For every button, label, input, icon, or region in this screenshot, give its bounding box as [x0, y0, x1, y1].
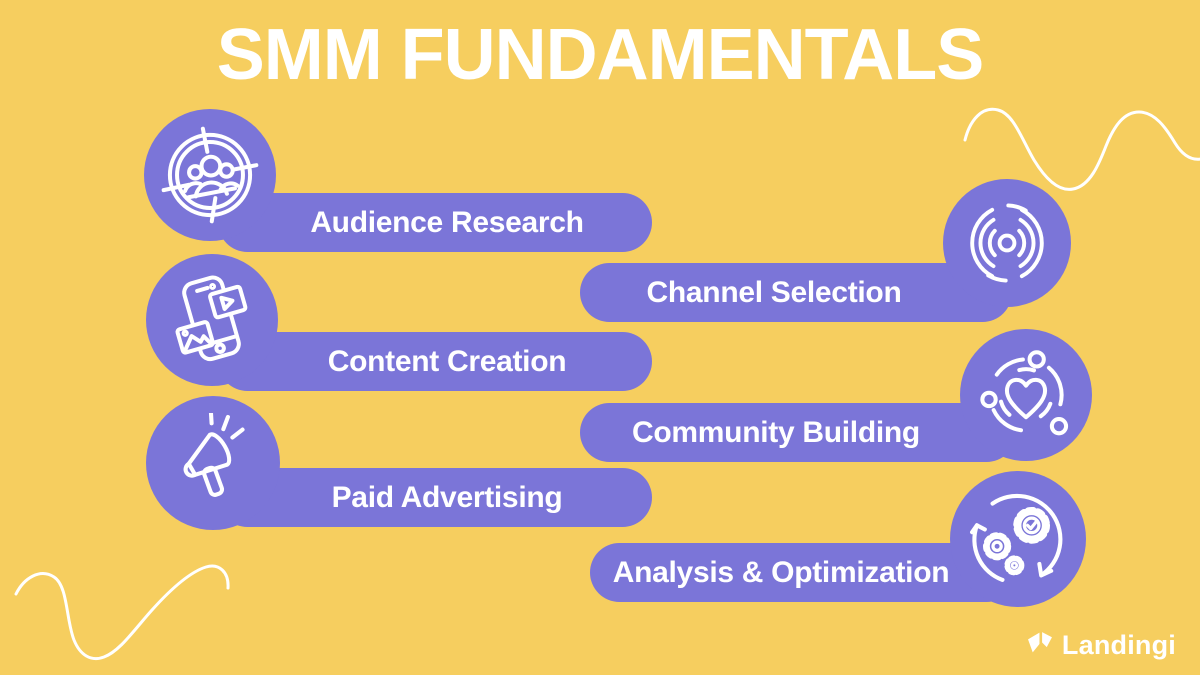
item-label: Audience Research — [310, 205, 584, 239]
item-pill-community-building: Community Building — [580, 403, 1016, 462]
item-bubble-audience-research — [144, 109, 276, 241]
target-audience-icon — [161, 126, 259, 224]
item-pill-content-creation: Content Creation — [218, 332, 652, 391]
item-label: Community Building — [632, 415, 920, 449]
gears-cycle-icon — [968, 489, 1068, 589]
phone-media-icon — [163, 271, 261, 369]
item-bubble-paid-advertising — [146, 396, 280, 530]
item-bubble-analysis-optimization — [950, 471, 1086, 607]
megaphone-icon — [163, 413, 263, 513]
item-bubble-channel-selection — [943, 179, 1071, 307]
item-pill-paid-advertising: Paid Advertising — [218, 468, 652, 527]
item-pill-channel-selection: Channel Selection — [580, 263, 1012, 322]
top-right-squiggle-line — [963, 107, 1200, 191]
landingi-mark-icon — [1027, 631, 1053, 660]
item-label: Channel Selection — [646, 275, 902, 309]
signal-waves-icon — [959, 195, 1055, 291]
item-bubble-content-creation — [146, 254, 278, 386]
brand-name: Landingi — [1061, 630, 1176, 660]
bottom-left-squiggle-line — [14, 564, 230, 661]
item-pill-analysis-optimization: Analysis & Optimization — [590, 543, 1016, 602]
item-label: Analysis & Optimization — [612, 555, 950, 589]
page-title: SMM FUNDAMENTALS — [216, 15, 985, 95]
brand-logo: Landingi — [1027, 630, 1176, 661]
item-bubble-community-building — [960, 329, 1092, 461]
item-pill-audience-research: Audience Research — [218, 193, 652, 252]
community-heart-icon — [977, 346, 1075, 444]
item-label: Paid Advertising — [331, 480, 563, 514]
item-label: Content Creation — [327, 344, 567, 378]
